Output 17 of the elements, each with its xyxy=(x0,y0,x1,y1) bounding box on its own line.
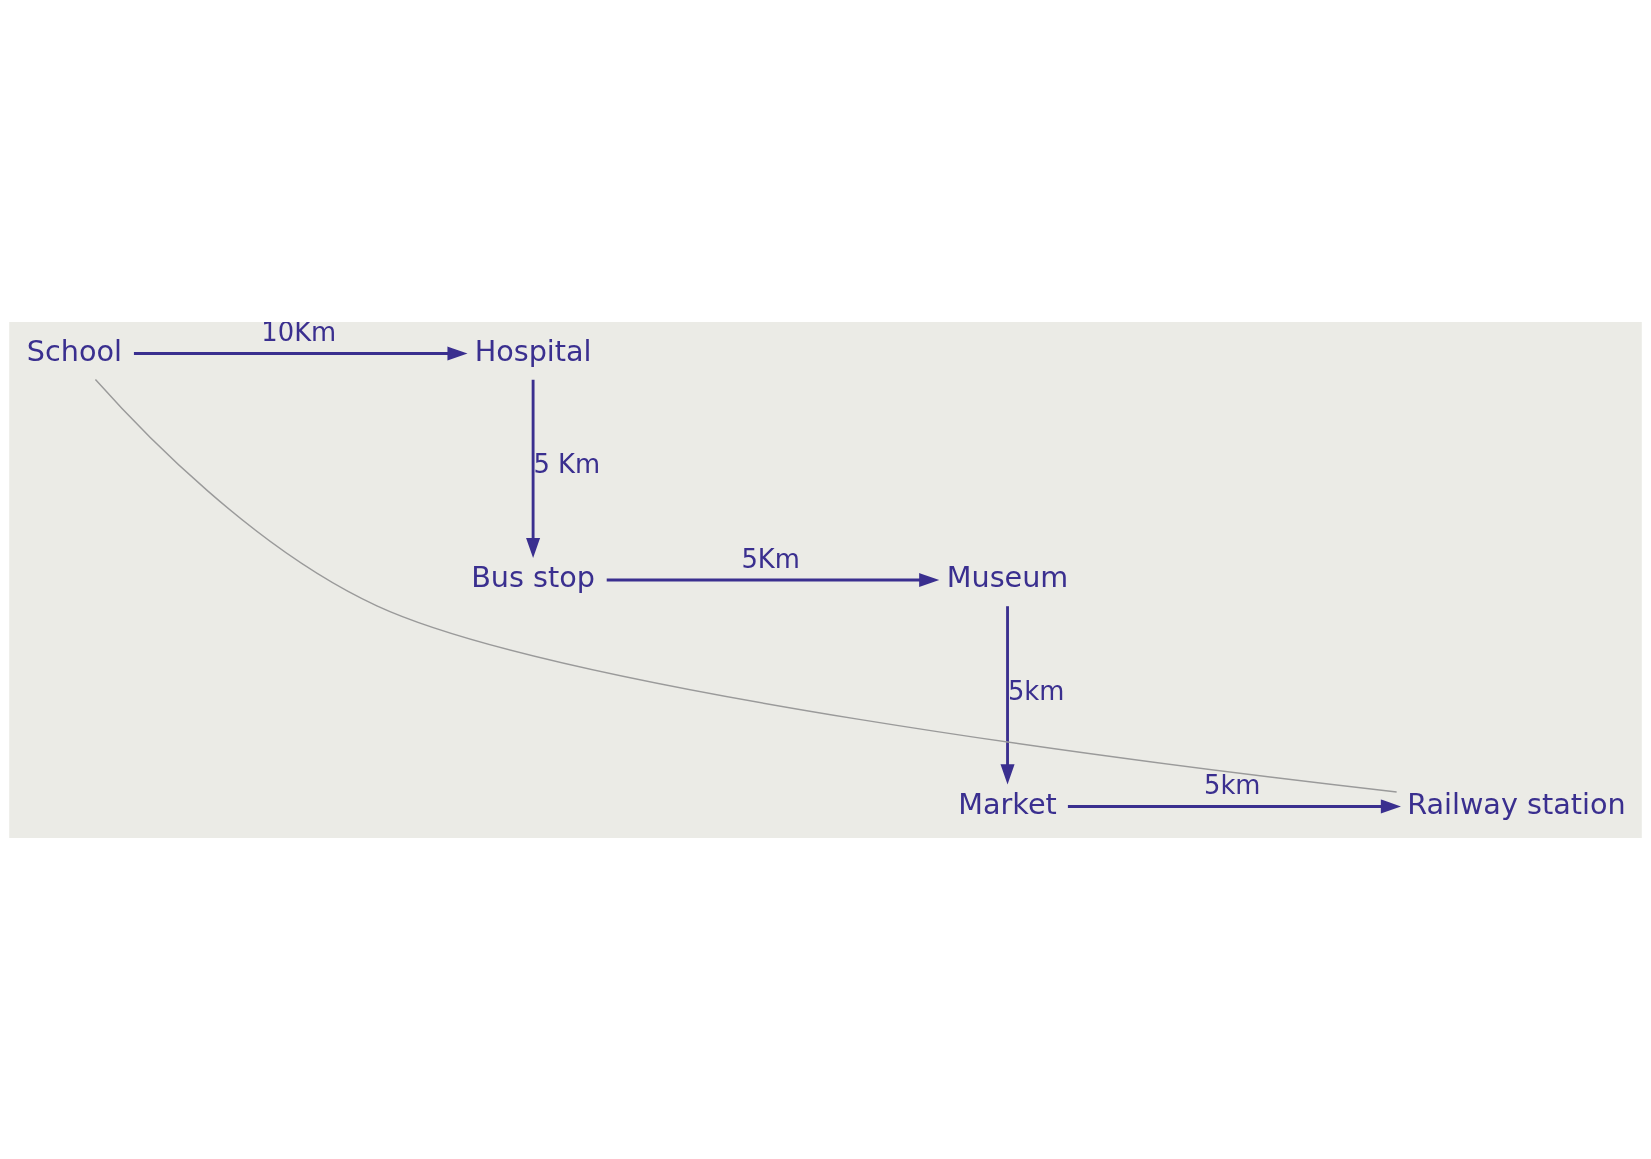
arrow xyxy=(1067,798,1401,813)
arrow xyxy=(1000,605,1015,784)
node-text: Bus stop xyxy=(471,559,595,594)
arrow xyxy=(526,379,541,558)
node-text: Hospital xyxy=(474,333,592,368)
edge-label: 5 Km xyxy=(533,448,601,479)
node-text: School xyxy=(26,333,122,368)
edge-label: 5km xyxy=(1007,675,1065,706)
node-text: Railway station xyxy=(1407,786,1626,821)
arrow xyxy=(133,346,468,361)
edge-label: 5Km xyxy=(741,543,800,574)
node-text: Market xyxy=(958,786,1057,821)
edge-label: 5km xyxy=(1203,769,1261,800)
edge-label: 10Km xyxy=(261,316,337,347)
node-text: Museum xyxy=(946,559,1069,594)
arrow xyxy=(606,572,940,587)
connector xyxy=(94,378,1398,793)
